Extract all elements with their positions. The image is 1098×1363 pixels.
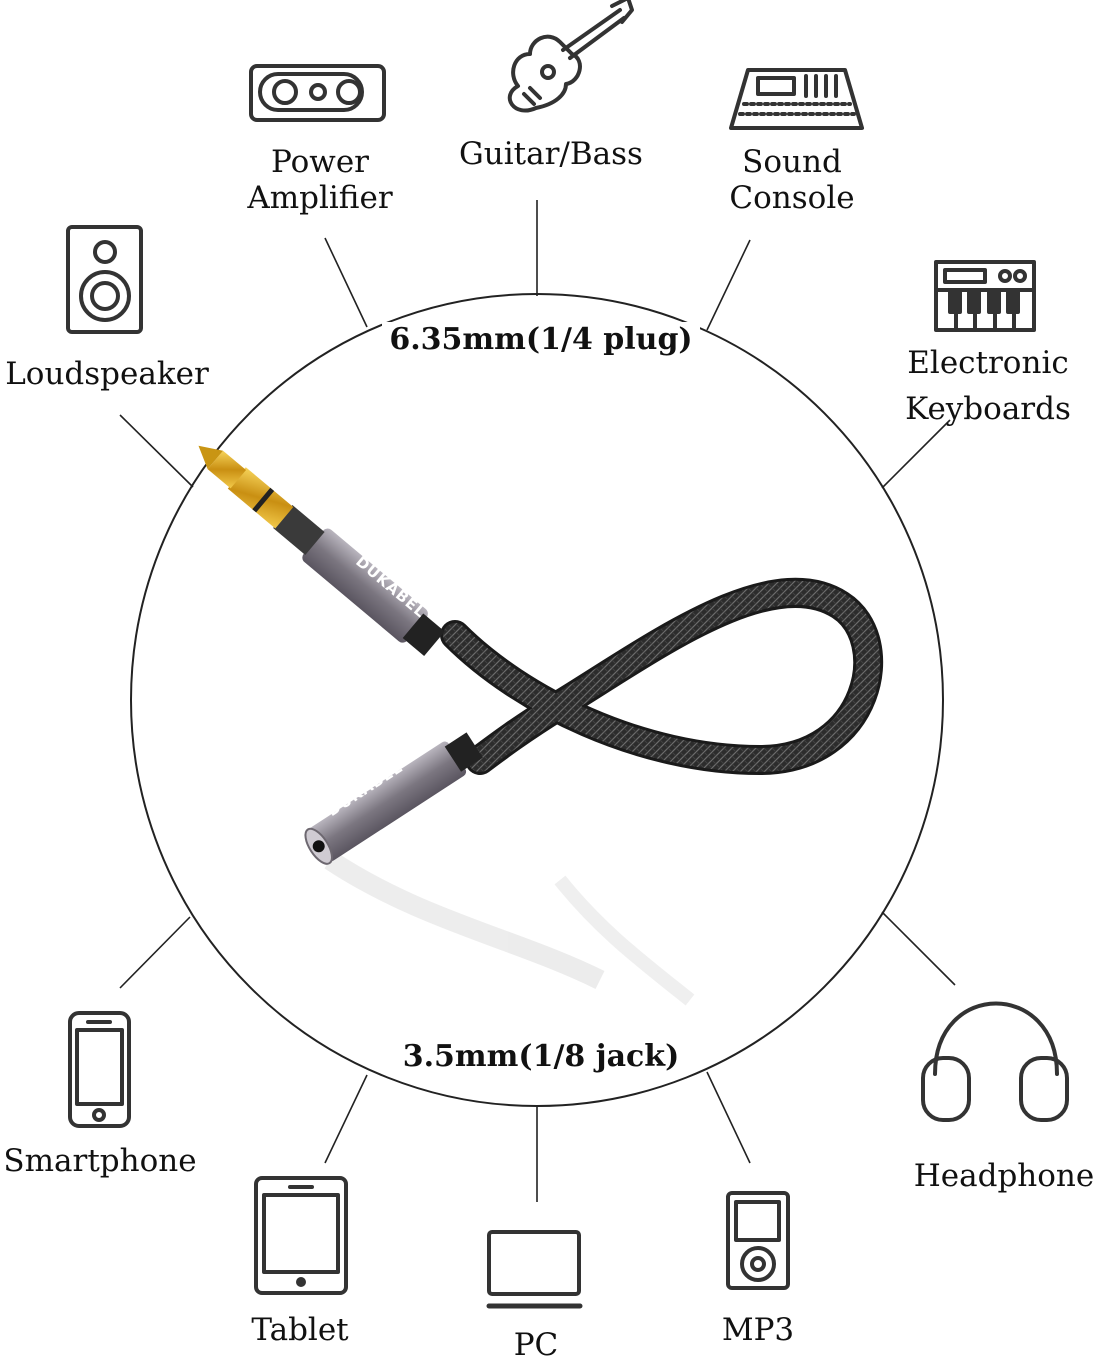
line-power-amplifier	[324, 237, 368, 328]
mp3-icon	[726, 1191, 790, 1290]
line-loudspeaker	[119, 414, 194, 488]
line-smartphone	[119, 916, 191, 989]
smartphone-label: Smartphone	[3, 1143, 197, 1179]
power-amplifier-label: Power Amplifier	[247, 144, 393, 216]
power-amplifier-icon	[249, 64, 386, 122]
guitar-bass-label: Guitar/Bass	[459, 136, 643, 172]
sound-console-icon	[729, 68, 864, 130]
mp3-label: MP3	[721, 1312, 795, 1348]
headphone-icon	[921, 1001, 1069, 1122]
loudspeaker-icon	[66, 225, 143, 334]
sound-console-label: Sound Console	[729, 144, 855, 216]
line-sound-console	[706, 239, 751, 331]
connector-lines	[119, 200, 956, 1202]
guitar-icon	[507, 0, 634, 113]
plug-635	[198, 445, 445, 657]
electronic-keyboards-label: Electronic Keyboards	[905, 345, 1071, 427]
top-plug-label: 6.35mm(1/4 plug)	[382, 322, 700, 357]
keyboard-icon	[934, 260, 1036, 332]
line-mp3	[706, 1071, 751, 1164]
smartphone-icon	[68, 1011, 131, 1128]
loudspeaker-label: Loudspeaker	[5, 356, 209, 392]
tablet-icon	[254, 1176, 348, 1295]
line-keyboard	[881, 419, 951, 489]
pc-icon	[486, 1230, 583, 1309]
pc-label: PC	[513, 1327, 559, 1363]
cable-reflection	[324, 851, 695, 1006]
headphone-label: Headphone	[913, 1158, 1095, 1194]
line-tablet	[324, 1074, 368, 1164]
cable-illustration	[198, 445, 884, 1006]
line-headphone	[881, 911, 956, 986]
tablet-label: Tablet	[251, 1312, 349, 1348]
jack-35	[304, 732, 483, 865]
bottom-jack-label: 3.5mm(1/8 jack)	[392, 1039, 690, 1074]
